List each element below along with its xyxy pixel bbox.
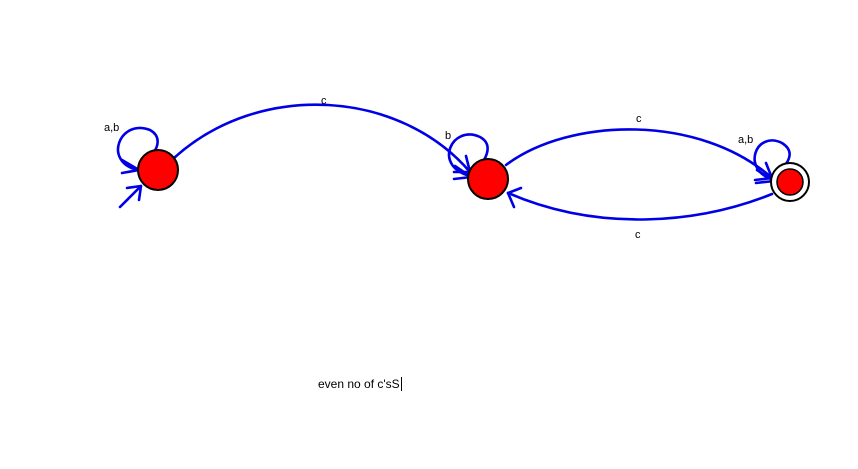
state-q0 — [137, 149, 179, 191]
label-q2-q1: c — [635, 229, 641, 241]
label-q0-q0: a,b — [104, 122, 119, 134]
transition-q0-q1 — [172, 103, 472, 174]
transition-q2-q1 — [506, 186, 774, 221]
caption-label: even no of c'sS — [318, 377, 400, 391]
state-q2-accepting — [770, 162, 810, 202]
text-cursor — [400, 377, 402, 391]
label-q2-q2: a,b — [738, 134, 753, 146]
transition-q1-q2 — [504, 128, 774, 182]
label-q0-q1: c — [321, 95, 327, 107]
label-q1-q1: b — [445, 130, 451, 142]
caption-text[interactable]: even no of c'sS — [318, 377, 402, 391]
label-q1-q2: c — [636, 113, 642, 125]
initial-arrow — [118, 184, 143, 209]
state-q1 — [467, 158, 509, 200]
